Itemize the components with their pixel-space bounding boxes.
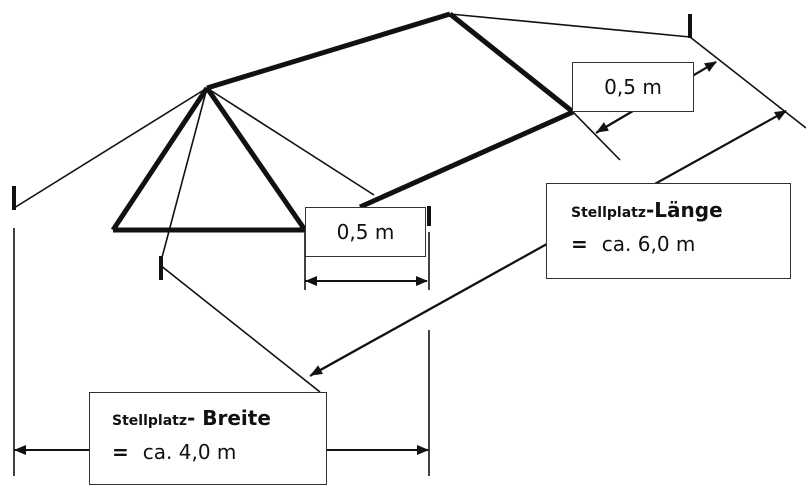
half-meter-margin-label-left: 0,5 m — [305, 207, 426, 257]
pitch-length-label: Stellplatz-Länge = ca. 6,0 m — [546, 183, 791, 279]
pitch-width-title: Stellplatz- Breite — [112, 406, 326, 430]
guy-lines — [13, 13, 806, 393]
half-meter-margin-text-left: 0,5 m — [336, 220, 395, 244]
pitch-length-value: ca. 6,0 m — [601, 232, 696, 256]
pitch-width-prefix: Stellplatz — [112, 413, 187, 429]
half-meter-margin-label-right: 0,5 m — [572, 62, 694, 112]
pitch-width-equals: = — [112, 440, 129, 464]
pitch-width-title-text: - Breite — [186, 406, 271, 430]
pitch-length-prefix: Stellplatz — [571, 205, 646, 221]
pitch-width-label: Stellplatz- Breite = ca. 4,0 m — [89, 392, 327, 485]
pitch-length-title: Stellplatz-Länge — [571, 198, 790, 222]
pitch-width-value: ca. 4,0 m — [142, 440, 237, 464]
dimension-extension-lines — [13, 228, 430, 476]
tent-stakes — [12, 14, 692, 280]
pitch-length-equals: = — [571, 232, 588, 256]
pitch-length-title-text: -Länge — [645, 198, 723, 222]
half-meter-margin-text-right: 0,5 m — [604, 75, 662, 99]
pitch-length-value-row: = ca. 6,0 m — [571, 232, 790, 256]
pitch-width-value-row: = ca. 4,0 m — [112, 440, 326, 464]
tent-frame — [110, 11, 575, 233]
